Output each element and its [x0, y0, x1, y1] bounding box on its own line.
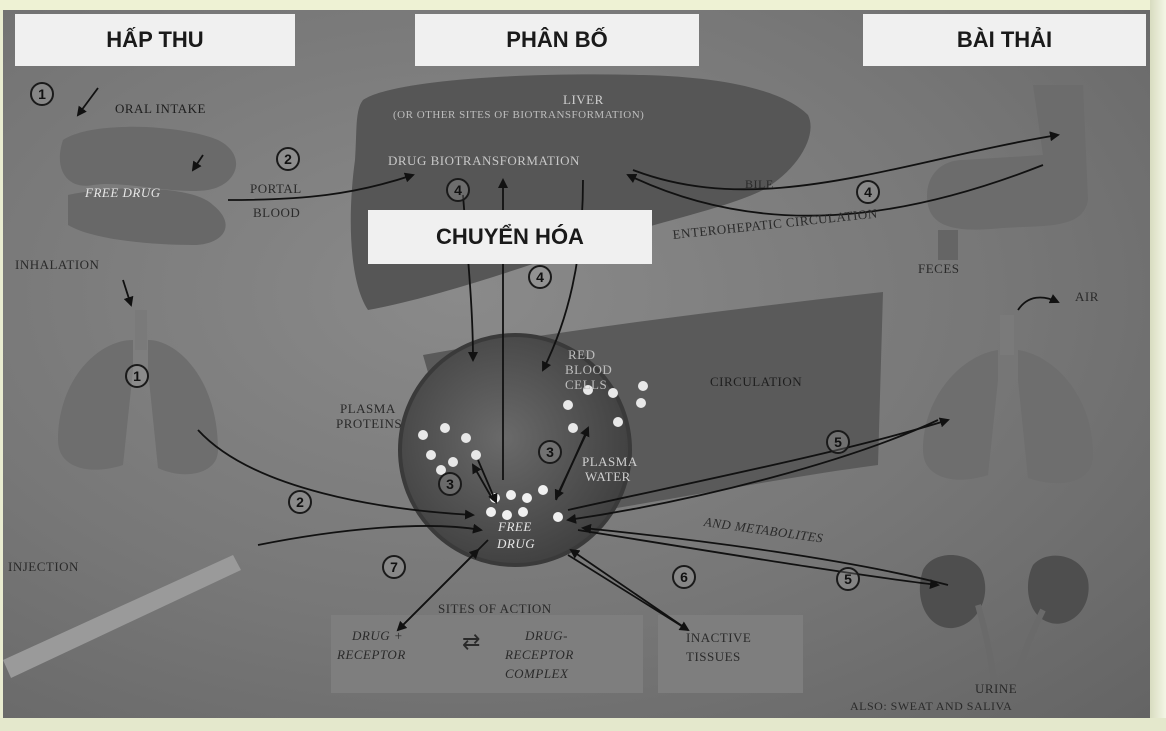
label-drug: DRUG — [497, 536, 536, 551]
label-free-drug-gut: FREE DRUG — [85, 185, 161, 200]
step-inactive: 6 — [672, 565, 696, 589]
label-plasma-water-1: PLASMA — [582, 454, 638, 469]
step-liver-mid: 4 — [528, 265, 552, 289]
step-rbc: 3 — [538, 440, 562, 464]
label-cells: CELLS — [565, 377, 608, 392]
diagram-drawing — [3, 74, 1093, 693]
label-plasma: PLASMA — [340, 401, 396, 416]
step-lungs: 1 — [125, 364, 149, 388]
label-blood: BLOOD — [253, 205, 301, 220]
pharmacokinetics-photo — [3, 10, 1150, 718]
label-also: ALSO: SWEAT AND SALIVA — [850, 699, 1013, 713]
syringe-shape — [3, 555, 241, 678]
slide-right-border — [1150, 0, 1166, 731]
lung-right-shape — [923, 350, 1093, 484]
rectum-shape — [938, 230, 958, 260]
red-blood-cell-dots — [563, 381, 648, 433]
step-lungs-out: 5 — [826, 430, 850, 454]
step-liver-left: 4 — [446, 178, 470, 202]
label-drug-dash: DRUG- — [525, 628, 568, 643]
label-plasma-water-2: WATER — [585, 469, 631, 484]
slide-top-border — [0, 0, 1166, 10]
label-receptor-complex-1: RECEPTOR — [505, 647, 574, 662]
kidney-left-shape — [919, 555, 986, 629]
free-drug-dots — [486, 485, 563, 522]
blood-compartment — [398, 333, 632, 567]
step-kidney: 5 — [836, 567, 860, 591]
label-feces: FECES — [918, 261, 960, 276]
kidney-right-shape — [1028, 555, 1089, 624]
label-sites-of-action: SITES OF ACTION — [438, 601, 552, 616]
label-inactive: INACTIVE — [686, 630, 752, 645]
step-injection: 2 — [288, 490, 312, 514]
slide-bottom-border — [0, 718, 1166, 731]
label-portal: PORTAL — [250, 181, 302, 196]
colon-shape — [927, 85, 1088, 230]
step-bile: 4 — [856, 180, 880, 204]
label-drug-biotransformation: DRUG BIOTRANSFORMATION — [388, 153, 580, 168]
label-receptor: RECEPTOR — [337, 647, 406, 662]
intestine-shape — [68, 188, 226, 245]
label-liver: LIVER — [563, 92, 604, 107]
label-drug-plus: DRUG + — [352, 628, 404, 643]
lung-left-shape — [58, 340, 218, 475]
return-arrows — [397, 419, 949, 631]
label-tissues: TISSUES — [686, 649, 741, 664]
label-urine: URINE — [975, 681, 1018, 696]
header-excretion: BÀI THẢI — [863, 14, 1146, 66]
label-other-sites: (OR OTHER SITES OF BIOTRANSFORMATION) — [393, 109, 645, 121]
label-injection: INJECTION — [8, 559, 79, 574]
header-metabolism: CHUYỂN HÓA — [368, 210, 652, 264]
label-bile: BILE — [745, 177, 774, 191]
step-plasma-proteins: 3 — [438, 472, 462, 496]
sites-box — [331, 615, 643, 693]
stomach-shape — [59, 126, 237, 192]
label-free: FREE — [498, 519, 532, 534]
trachea-left — [135, 310, 147, 350]
label-complex: COMPLEX — [505, 666, 569, 681]
header-absorption: HẤP THU — [15, 14, 295, 66]
label-air: AIR — [1075, 289, 1099, 304]
equilibrium-arrows: ⇄ — [462, 629, 481, 654]
step-oral: 1 — [30, 82, 54, 106]
label-red: RED — [568, 347, 596, 362]
label-oral-intake: ORAL INTAKE — [115, 101, 206, 116]
header-distribution: PHÂN BỐ — [415, 14, 699, 66]
label-circulation: CIRCULATION — [710, 374, 803, 389]
label-proteins: PROTEINS — [336, 416, 403, 431]
trachea-right — [1000, 315, 1014, 355]
step-sites: 7 — [382, 555, 406, 579]
ureters — [975, 604, 1046, 691]
label-rbc-blood: BLOOD — [565, 362, 613, 377]
label-inhalation: INHALATION — [15, 257, 100, 272]
step-portal: 2 — [276, 147, 300, 171]
